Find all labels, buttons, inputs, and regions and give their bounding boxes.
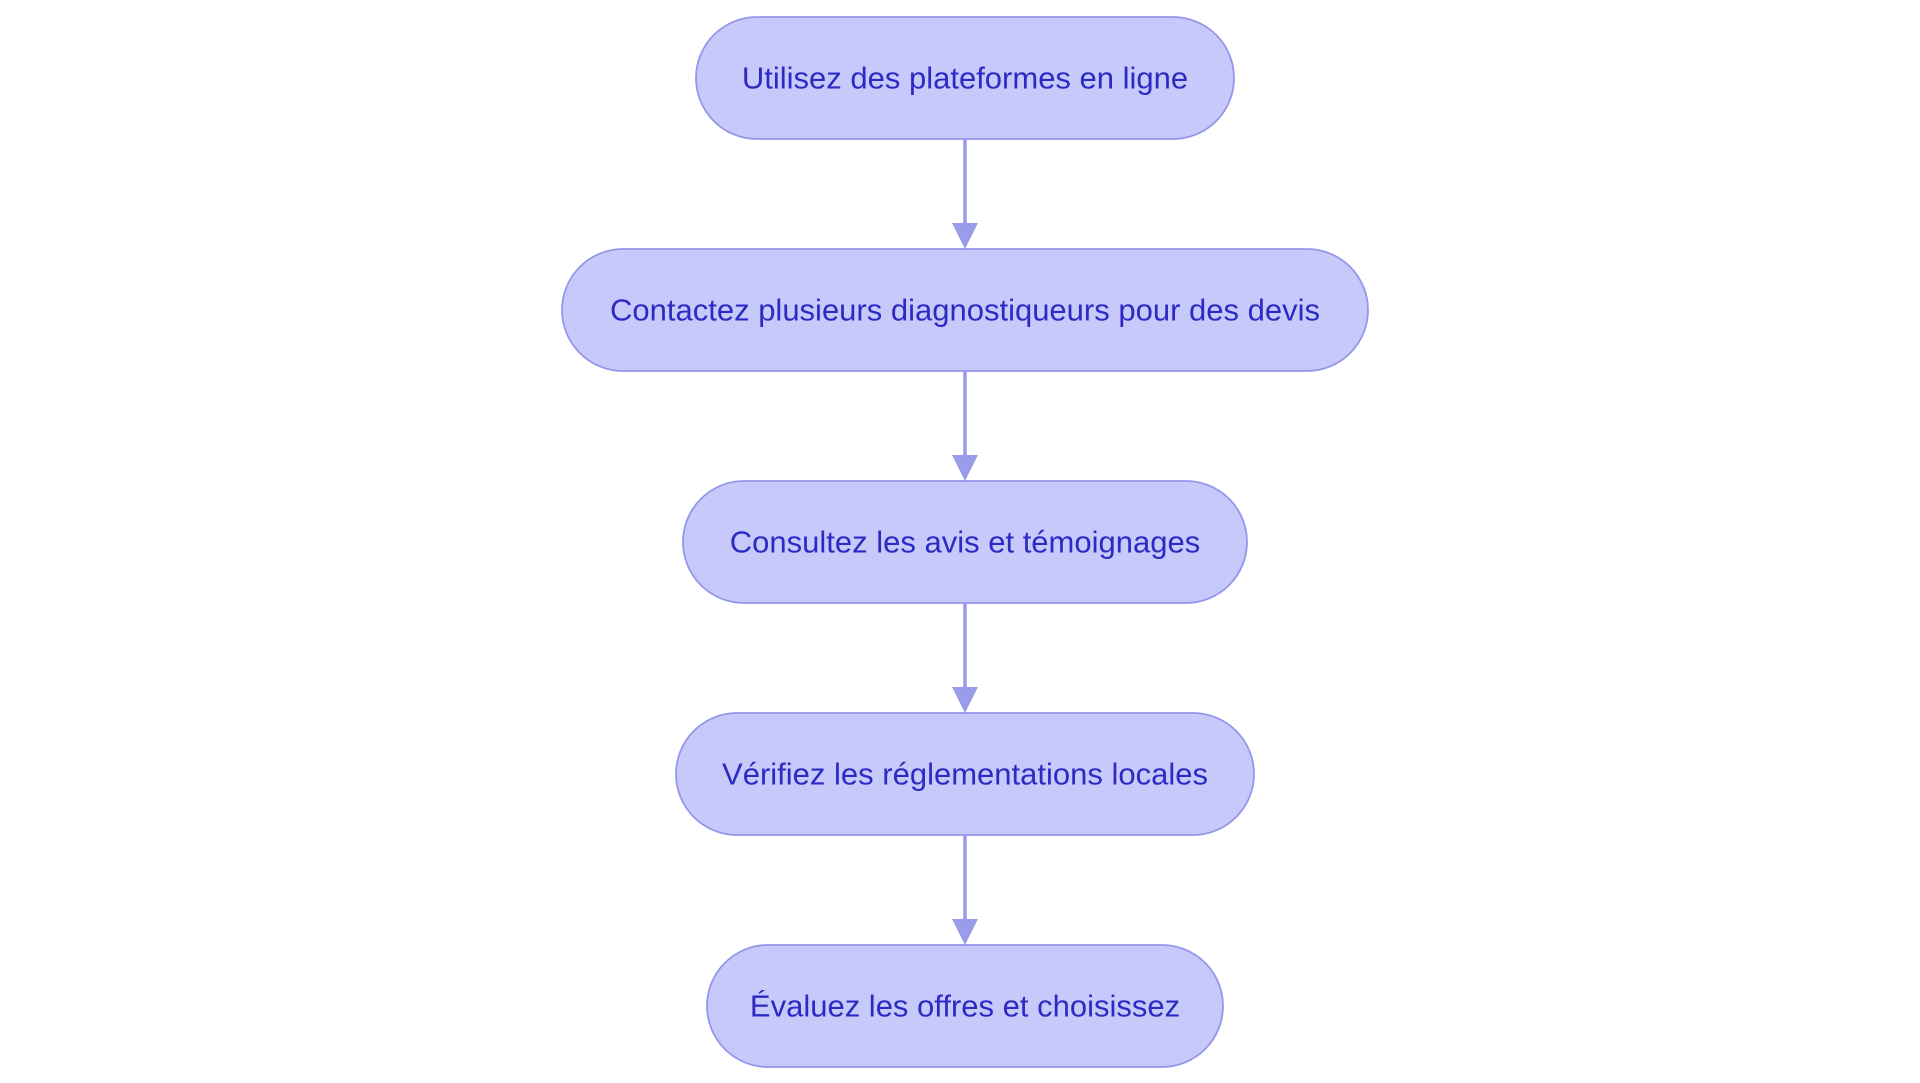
edge-3-4 (952, 836, 978, 945)
flow-step-4: Vérifiez les réglementations locales (675, 712, 1255, 836)
step-label: Utilisez des plateformes en ligne (742, 61, 1188, 96)
step-box (695, 16, 1235, 140)
step-box (675, 712, 1255, 836)
step-box (706, 944, 1224, 1068)
step-box (682, 480, 1248, 604)
step-label: Contactez plusieurs diagnostiqueurs pour… (610, 293, 1320, 328)
arrowhead-icon (952, 919, 978, 945)
step-label: Consultez les avis et témoignages (730, 525, 1200, 560)
flow-step-5: Évaluez les offres et choisissez (706, 944, 1224, 1068)
edge-1-2 (952, 372, 978, 481)
flow-step-1: Utilisez des plateformes en ligne (695, 16, 1235, 140)
edge-2-3 (952, 604, 978, 713)
arrowhead-icon (952, 223, 978, 249)
step-label: Vérifiez les réglementations locales (722, 757, 1208, 792)
flow-step-2: Contactez plusieurs diagnostiqueurs pour… (561, 248, 1369, 372)
arrowhead-icon (952, 455, 978, 481)
arrowhead-icon (952, 687, 978, 713)
step-label: Évaluez les offres et choisissez (750, 989, 1180, 1024)
flow-step-3: Consultez les avis et témoignages (682, 480, 1248, 604)
edge-0-1 (952, 140, 978, 249)
step-box (561, 248, 1369, 372)
